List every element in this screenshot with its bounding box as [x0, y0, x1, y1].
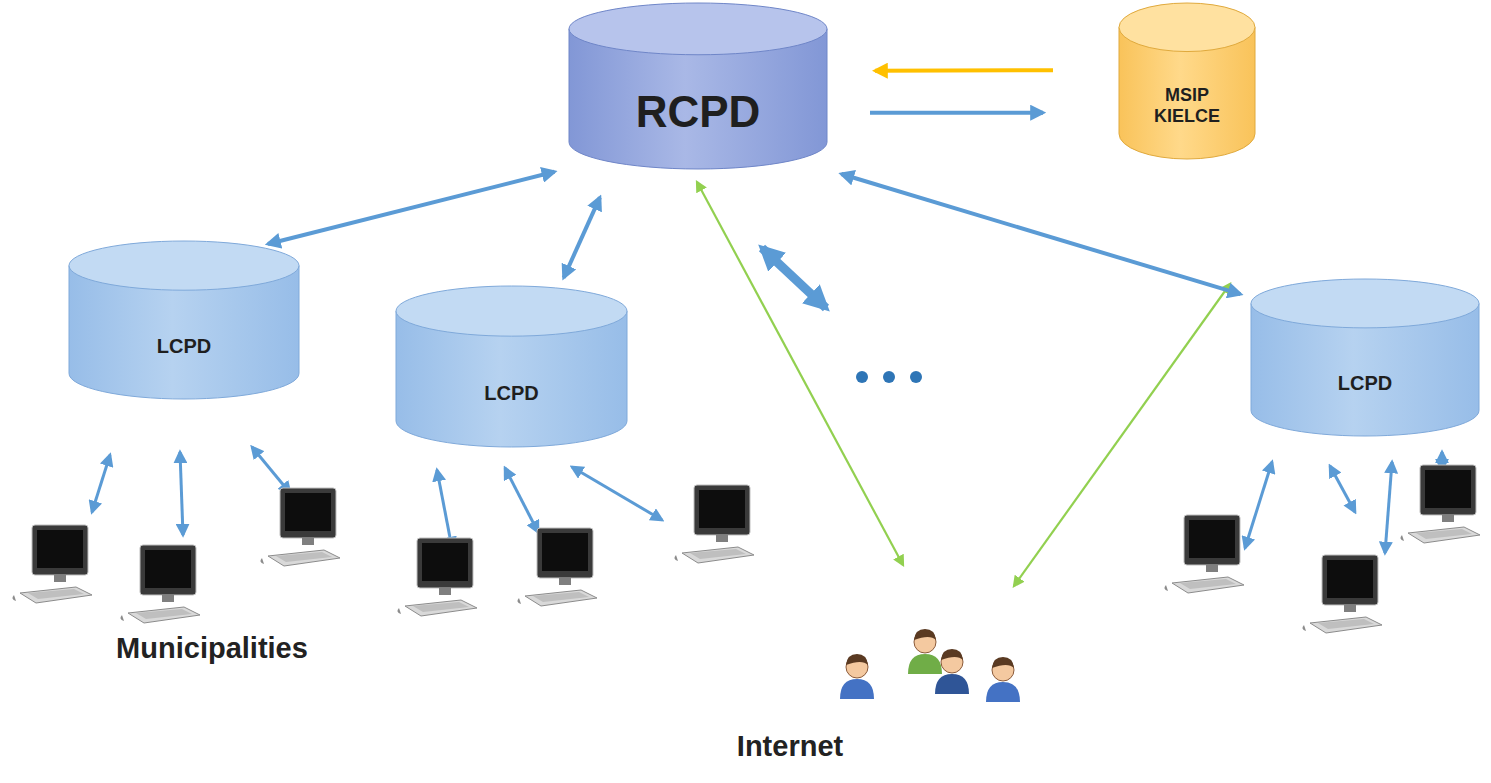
cylinder-top: [69, 241, 299, 290]
computer-icon: [260, 488, 340, 566]
connector-arrow: [268, 172, 554, 244]
user-icon: [840, 654, 874, 699]
cylinder-shape: [568, 2, 828, 170]
connector-arrow: [870, 111, 1043, 115]
node-text-area: RCPD: [568, 56, 828, 170]
user-icon: [908, 629, 942, 674]
connector-arrow: [564, 197, 600, 277]
database-cylinder: LCPD: [1250, 278, 1480, 437]
computer-icon: [397, 538, 477, 616]
database-cylinder: LCPD: [395, 285, 628, 448]
connector-arrow: [875, 68, 1053, 73]
node-label: MSIP KIELCE: [1137, 85, 1237, 128]
cylinder-top: [1251, 279, 1479, 328]
ellipsis-dot: [910, 371, 922, 383]
node-label: LCPD: [484, 381, 538, 405]
small-arrow: [505, 468, 538, 532]
computer-icon: [1400, 465, 1480, 543]
database-cylinder: LCPD: [68, 240, 300, 400]
computer-icon: [1302, 555, 1382, 633]
small-arrow: [92, 455, 110, 512]
database-cylinder: MSIP KIELCE: [1118, 2, 1256, 160]
internet-link: [697, 182, 903, 565]
small-arrow: [437, 470, 452, 548]
small-arrow: [1245, 462, 1272, 548]
user-icon: [935, 649, 969, 694]
small-arrow: [1385, 462, 1392, 553]
cylinder-shape: [395, 285, 628, 448]
computer-icon: [120, 545, 200, 623]
user-icon: [986, 657, 1020, 702]
database-cylinder: RCPD: [568, 2, 828, 170]
ellipsis-dot: [883, 371, 895, 383]
node-label: LCPD: [1338, 371, 1392, 395]
caption-label: Municipalities: [116, 632, 308, 665]
computer-icon: [12, 525, 92, 603]
node-text-area: LCPD: [395, 337, 628, 448]
computer-icon: [674, 485, 754, 563]
node-label: RCPD: [636, 86, 761, 139]
cylinder-shape: [1250, 278, 1480, 437]
node-label: LCPD: [157, 334, 211, 358]
thick-arrow: [762, 248, 826, 308]
small-arrow: [572, 467, 662, 520]
computer-icon: [1164, 515, 1244, 593]
node-text-area: MSIP KIELCE: [1118, 53, 1256, 160]
caption-label: Internet: [737, 730, 843, 763]
cylinder-shape: [1118, 2, 1256, 160]
small-arrow: [1330, 466, 1355, 512]
connector-arrow: [841, 174, 1240, 294]
cylinder-top: [569, 3, 827, 55]
ellipsis-dot: [856, 371, 868, 383]
cylinder-top: [396, 286, 627, 336]
computer-icon: [517, 528, 597, 606]
node-text-area: LCPD: [68, 291, 300, 400]
cylinder-shape: [68, 240, 300, 400]
small-arrow: [180, 452, 183, 535]
cylinder-top: [1119, 3, 1255, 52]
small-arrow: [252, 447, 290, 493]
node-text-area: LCPD: [1250, 329, 1480, 437]
